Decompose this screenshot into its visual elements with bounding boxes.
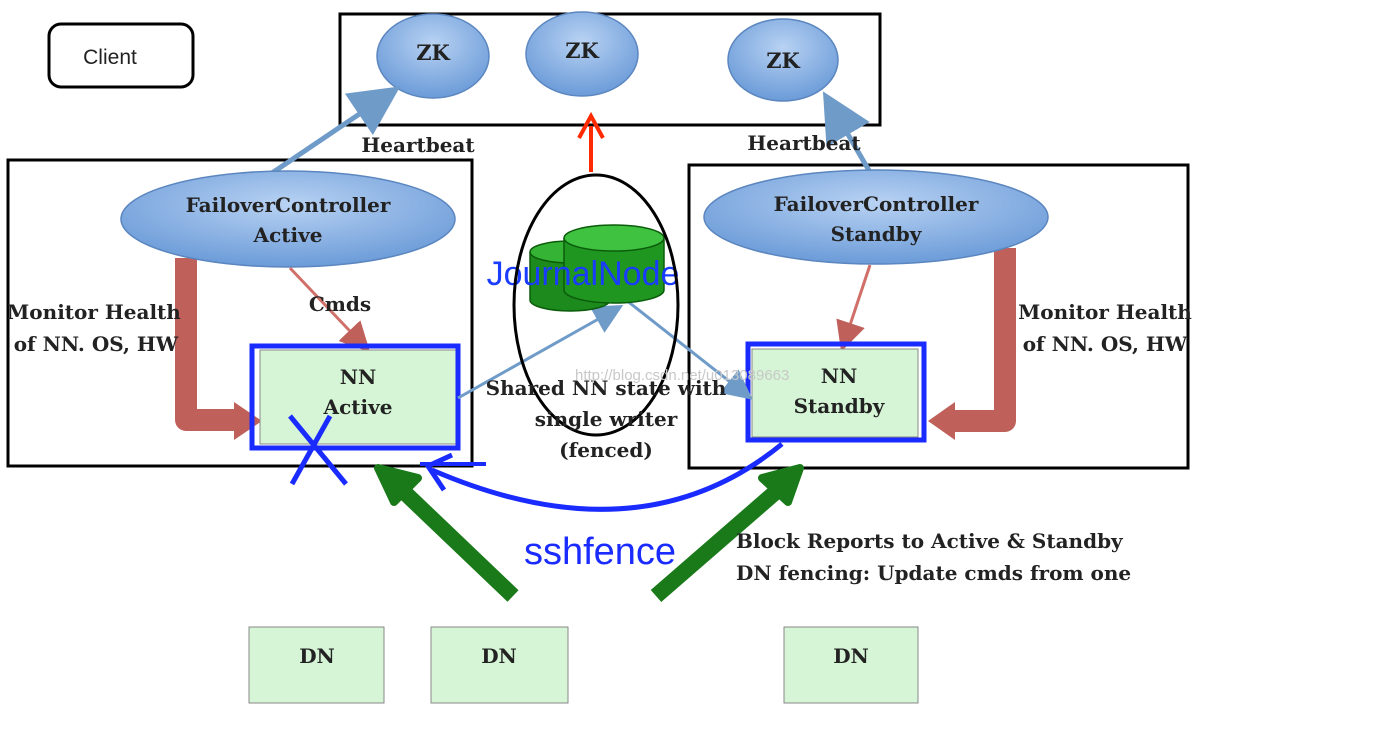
zookeeper-cluster: ZK ZK ZK xyxy=(338,11,882,127)
monitor-health-arrow-active xyxy=(175,258,262,440)
zk-node-label: ZK xyxy=(416,40,450,65)
svg-text:Active: Active xyxy=(323,395,393,419)
zk-node-label: ZK xyxy=(565,38,599,63)
monitor-health-arrow-standby xyxy=(928,248,1016,440)
cmds-label: Cmds xyxy=(309,292,371,316)
active-side-box xyxy=(6,158,474,468)
datanode-1: DN xyxy=(248,626,385,704)
namenode-standby: NN Standby xyxy=(745,341,927,443)
svg-text:DN: DN xyxy=(833,644,869,668)
client-box: Client xyxy=(47,22,195,89)
shared-state-label-3: (fenced) xyxy=(559,438,653,462)
svg-text:NN: NN xyxy=(340,365,377,389)
failover-controller-active: FailoverController Active xyxy=(120,170,456,268)
svg-text:FailoverController: FailoverController xyxy=(186,193,391,217)
journal-highlight-ellipse xyxy=(512,173,680,437)
cmds-arrow-standby xyxy=(836,264,872,352)
block-reports-label-1: Block Reports to Active & Standby xyxy=(736,529,1124,553)
svg-text:Standby: Standby xyxy=(831,222,923,246)
datanode-3: DN xyxy=(783,626,919,704)
cmds-arrow-active xyxy=(288,266,371,353)
svg-text:Standby: Standby xyxy=(794,394,886,418)
monitor-health-label-standby: Monitor Health xyxy=(1018,300,1192,324)
monitor-health-label-standby-2: of NN. OS, HW xyxy=(1023,332,1188,356)
zk-lock-arrow xyxy=(577,111,605,172)
fenced-cross-mark xyxy=(288,414,348,486)
client-label: Client xyxy=(83,46,137,69)
heartbeat-label-right: Heartbeat xyxy=(747,131,861,155)
heartbeat-label-left: Heartbeat xyxy=(361,133,475,157)
journal-node-storage-icon xyxy=(529,224,665,312)
watermark: http://blog.csdn.net/u013089663 xyxy=(575,367,789,384)
shared-state-label-2: single writer xyxy=(535,407,678,431)
svg-text:FailoverController: FailoverController xyxy=(774,192,979,216)
failover-controller-standby: FailoverController Standby xyxy=(703,169,1049,265)
zk-node-1: ZK xyxy=(376,13,490,99)
zk-node-label: ZK xyxy=(766,48,800,73)
sshfence-label: sshfence xyxy=(524,531,676,573)
datanode-2: DN xyxy=(430,626,569,704)
standby-side-box xyxy=(687,163,1190,470)
svg-text:NN: NN xyxy=(821,364,858,388)
sshfence-arrow xyxy=(424,442,784,512)
journal-write-arrow xyxy=(457,305,624,400)
shared-state-label-1: Shared NN state with xyxy=(486,376,727,400)
svg-text:DN: DN xyxy=(299,644,335,668)
zk-node-3: ZK xyxy=(727,18,839,102)
block-report-arrow-active xyxy=(374,464,519,602)
monitor-health-label-active-2: of NN. OS, HW xyxy=(14,332,179,356)
block-report-arrow-standby xyxy=(650,464,804,603)
namenode-active: NN Active xyxy=(249,343,461,451)
zk-node-2: ZK xyxy=(525,11,639,97)
block-reports-label-2: DN fencing: Update cmds from one xyxy=(736,561,1131,585)
svg-text:DN: DN xyxy=(481,644,517,668)
svg-text:Active: Active xyxy=(253,223,323,247)
monitor-health-label-active: Monitor Health xyxy=(7,300,181,324)
journal-read-arrow xyxy=(625,298,753,400)
